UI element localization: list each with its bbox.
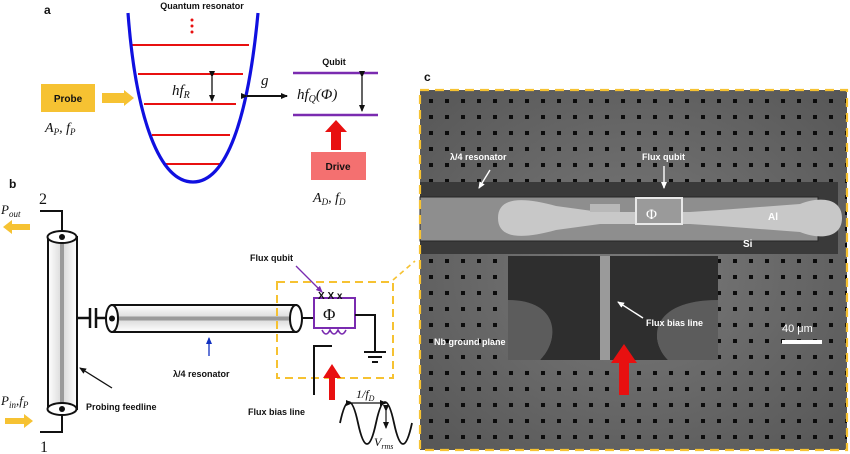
flux-bias-label-b: Flux bias line (248, 407, 305, 417)
p-in-label: Pin,fP (0, 393, 29, 410)
p-out-arrow (3, 220, 30, 234)
drive-box (311, 152, 366, 180)
coupling-label: g (261, 73, 269, 89)
resonator-label-b: λ/4 resonator (173, 369, 230, 379)
scale-bar-label: 40 μm (782, 323, 813, 335)
resonator-coax (105, 304, 303, 333)
quantum-resonator-label: Quantum resonator (160, 1, 244, 11)
port-1-wire (40, 409, 63, 433)
ground-symbol (364, 351, 386, 363)
drive-arrow (325, 120, 347, 150)
port-1-label: 1 (40, 439, 48, 454)
panel-a-label: a (44, 3, 51, 17)
period-label: 1/fD (356, 387, 375, 403)
harmonic-potential-well (126, 12, 260, 184)
probing-feedline-label: Probing feedline (86, 402, 157, 412)
sem-resonator-label: λ/4 resonator (450, 152, 507, 162)
sem-flux-bias-pointer (617, 301, 644, 319)
port-2-wire (40, 210, 63, 231)
probe-box (41, 84, 95, 112)
flux-qubit-pointer (295, 265, 323, 293)
probe-label: Probe (54, 94, 83, 105)
sem-si-label: Si (743, 239, 753, 250)
sem-ground-plane-label: Nb ground plane (434, 337, 506, 347)
panel-c-label: c (424, 70, 431, 84)
qubit-phi-b: Φ (323, 305, 335, 324)
port-2-label: 2 (39, 191, 47, 208)
flux-bias-arrow (323, 364, 341, 400)
p-in-arrow (5, 414, 33, 428)
flux-qubit-label-b: Flux qubit (250, 253, 293, 263)
zoom-box (276, 281, 394, 379)
hfR-label: hfR (172, 83, 190, 101)
flux-coil (321, 328, 347, 335)
probe-params: AP, fP (44, 121, 76, 137)
resonator-levels (131, 44, 249, 165)
sem-resonator-pointer (478, 169, 491, 189)
resonator-ellipsis-dots (190, 18, 194, 34)
panel-b-label: b (9, 177, 16, 191)
hfQ-label: hfQ(Φ) (297, 87, 337, 105)
vrms-label: Vrms (374, 435, 393, 451)
sem-al-label: Al (768, 212, 778, 223)
sem-flux-qubit-label: Flux qubit (642, 152, 685, 162)
sem-phi: Φ (646, 207, 657, 223)
feedline-pointer (79, 367, 113, 389)
josephson-junctions: X X x (318, 291, 343, 302)
sem-image (419, 90, 847, 450)
qubit-label: Qubit (322, 57, 346, 67)
sem-flux-bias-label: Flux bias line (646, 318, 703, 328)
scale-bar (782, 340, 822, 344)
sem-frame (418, 88, 849, 452)
drive-params: AD, fD (312, 191, 346, 207)
p-out-label: Pout (0, 202, 21, 219)
ground-wire (355, 314, 376, 352)
flux-bias-wire (313, 345, 332, 395)
probe-arrow (102, 90, 134, 106)
probing-feedline (46, 230, 78, 416)
zoom-connector (392, 260, 416, 281)
sem-flux-arrow (611, 344, 637, 395)
drive-label: Drive (325, 162, 350, 173)
qubit-loop (313, 297, 356, 329)
